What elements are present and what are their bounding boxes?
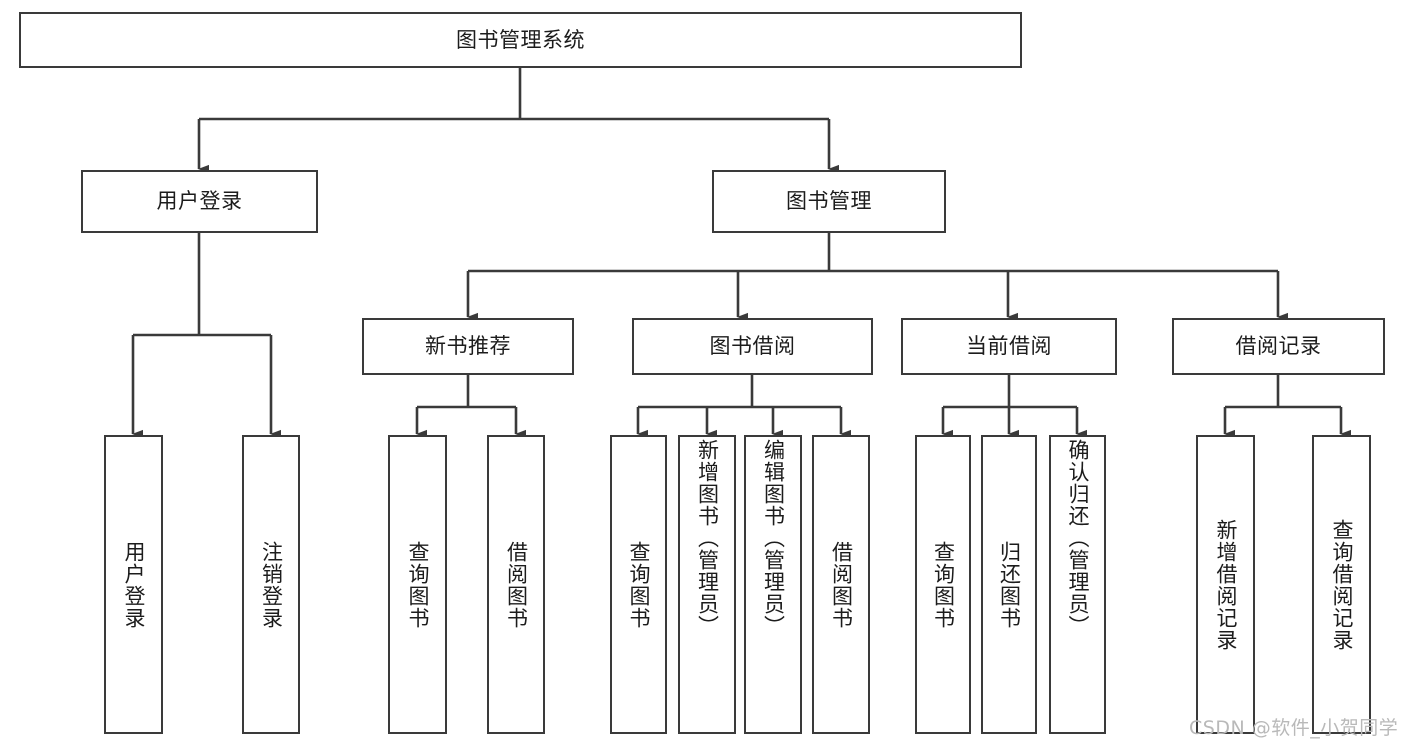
node-leaf-label: 编辑图书（管理员） (761, 439, 786, 637)
node-leaf-label: 查询图书 (626, 540, 651, 629)
node-level2-label: 当前借阅 (966, 334, 1052, 359)
node-level2-label: 新书推荐 (425, 334, 511, 359)
node-leaf-9[interactable]: 归还图书 (981, 435, 1037, 734)
node-leaf-7[interactable]: 借阅图书 (812, 435, 870, 734)
node-leaf-label: 借阅图书 (504, 540, 529, 629)
node-leaf-8[interactable]: 查询图书 (915, 435, 971, 734)
node-root[interactable]: 图书管理系统 (19, 12, 1022, 68)
node-level2-label: 借阅记录 (1235, 334, 1322, 359)
node-level1-label: 用户登录 (156, 189, 243, 214)
node-leaf-5[interactable]: 新增图书（管理员） (678, 435, 736, 734)
watermark: CSDN @软件_小贺同学 (1189, 717, 1399, 739)
node-leaf-label: 借阅图书 (829, 540, 854, 629)
node-leaf-10[interactable]: 确认归还（管理员） (1049, 435, 1106, 734)
node-level2-0[interactable]: 新书推荐 (362, 318, 574, 375)
node-level1-1[interactable]: 图书管理 (712, 170, 946, 233)
node-leaf-label: 新增图书（管理员） (695, 439, 720, 637)
node-leaf-label: 归还图书 (997, 540, 1022, 629)
node-leaf-label: 注销登录 (259, 540, 284, 629)
node-leaf-6[interactable]: 编辑图书（管理员） (744, 435, 802, 734)
node-leaf-label: 查询图书 (405, 540, 430, 629)
node-leaf-12[interactable]: 查询借阅记录 (1312, 435, 1371, 734)
node-leaf-label: 查询借阅记录 (1329, 518, 1354, 651)
node-leaf-1[interactable]: 注销登录 (242, 435, 300, 734)
node-level1-label: 图书管理 (786, 189, 872, 214)
node-level2-label: 图书借阅 (709, 334, 796, 359)
node-root-label: 图书管理系统 (456, 27, 585, 52)
node-level1-0[interactable]: 用户登录 (81, 170, 318, 233)
node-leaf-label: 新增借阅记录 (1213, 518, 1238, 651)
node-leaf-label: 用户登录 (121, 540, 146, 629)
node-leaf-3[interactable]: 借阅图书 (487, 435, 545, 734)
node-leaf-label: 查询图书 (931, 540, 956, 629)
node-leaf-4[interactable]: 查询图书 (610, 435, 667, 734)
node-leaf-11[interactable]: 新增借阅记录 (1196, 435, 1255, 734)
node-leaf-0[interactable]: 用户登录 (104, 435, 163, 734)
node-level2-1[interactable]: 图书借阅 (632, 318, 873, 375)
node-level2-2[interactable]: 当前借阅 (901, 318, 1117, 375)
node-leaf-2[interactable]: 查询图书 (388, 435, 447, 734)
node-level2-3[interactable]: 借阅记录 (1172, 318, 1385, 375)
node-leaf-label: 确认归还（管理员） (1065, 439, 1090, 637)
